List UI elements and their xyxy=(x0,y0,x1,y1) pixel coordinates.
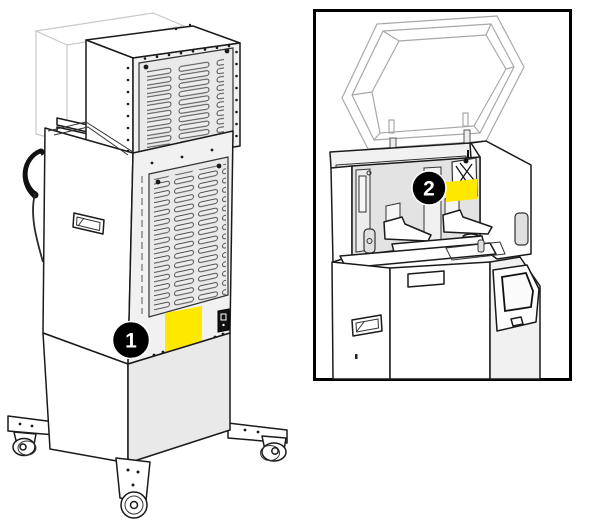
left-arm-caster xyxy=(7,415,56,457)
left-clamp-lever xyxy=(383,202,432,242)
cable-hook xyxy=(22,148,45,263)
right-post xyxy=(514,212,529,246)
callout-1: 1 xyxy=(111,320,151,360)
side-slot-handle xyxy=(351,314,383,337)
label-location-1 xyxy=(165,306,202,354)
power-cable xyxy=(32,193,44,263)
front-leg-caster xyxy=(115,457,151,519)
tower-handle-slot xyxy=(72,212,105,235)
tower-vent-panel xyxy=(148,156,229,318)
label-location-2 xyxy=(446,179,477,202)
callout-2: 2 xyxy=(411,170,447,206)
callout-2-number: 2 xyxy=(423,178,435,201)
pedestal xyxy=(42,332,231,464)
touchscreen-console xyxy=(492,264,540,332)
main-view: 1 xyxy=(7,12,288,519)
touchscreen xyxy=(501,271,534,313)
console-button xyxy=(510,316,524,327)
front-slot xyxy=(407,270,445,288)
detail-inset: 2 xyxy=(313,9,572,381)
top-unit-screws xyxy=(126,23,238,153)
analyzer-top xyxy=(329,129,532,269)
right-arm-caster xyxy=(227,422,288,462)
power-switch xyxy=(217,308,230,333)
left-post xyxy=(363,228,376,254)
top-vent-louvers xyxy=(147,57,224,154)
top-unit xyxy=(85,23,241,164)
analyzer-body xyxy=(331,256,541,380)
tower xyxy=(42,121,234,365)
callout-1-number: 1 xyxy=(125,330,137,353)
tower-vent-louvers xyxy=(154,163,226,311)
stand-arms xyxy=(7,415,288,462)
